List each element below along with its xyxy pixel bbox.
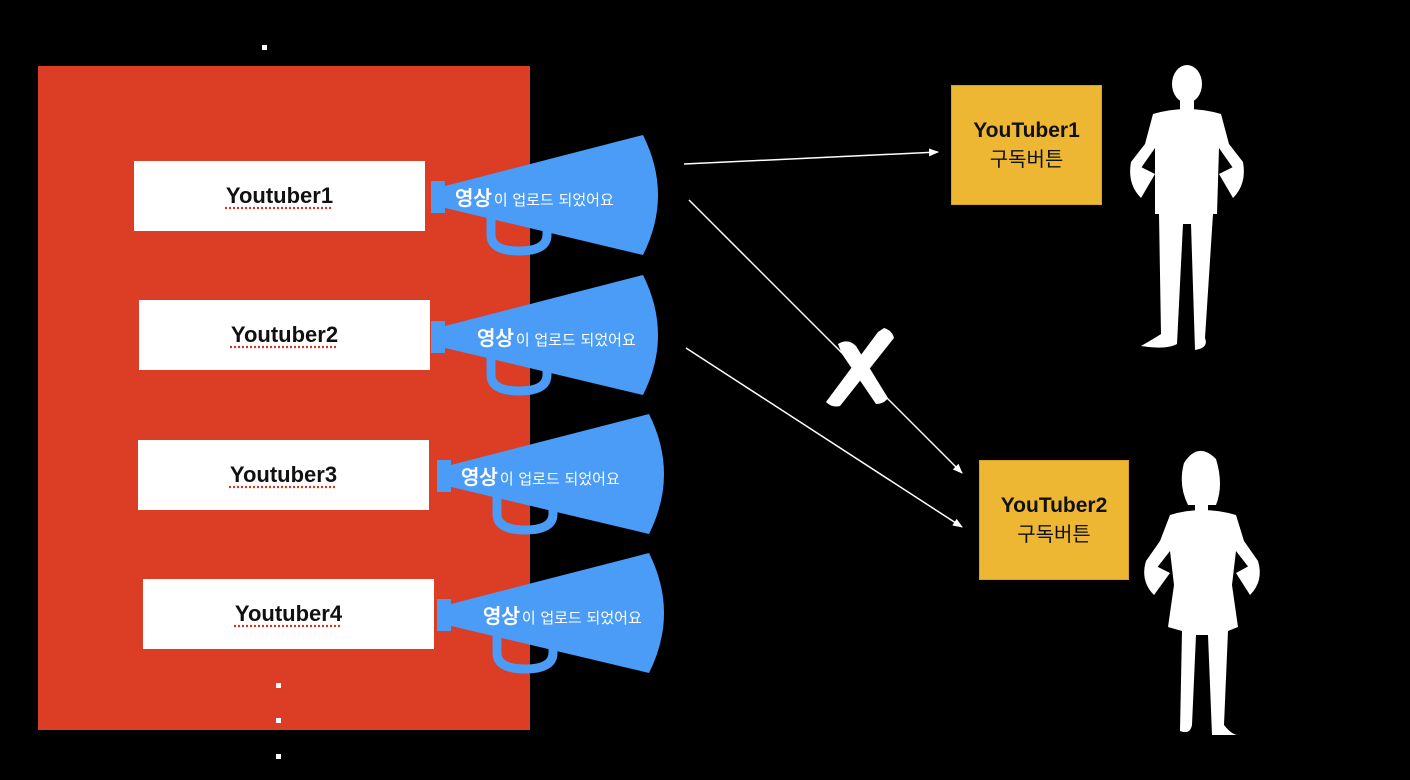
subscribe-caption: 구독버튼 [1017,522,1091,546]
youtuber-label: Youtuber2 [230,322,339,347]
megaphone-icon [437,414,664,535]
cross-icon [826,328,894,407]
subscribe-title: YouTuber1 [973,119,1080,142]
youtuber-box-3: Youtuber3 [138,440,429,510]
arrow-youtuber1-to-subscriber2 [688,199,963,474]
megaphone-text: 이 업로드 되었어요 [521,609,642,627]
megaphone-icon [431,275,658,396]
ellipsis-dot [262,45,267,50]
ellipsis-dot [276,718,281,723]
megaphone-emphasis: 영상 [455,186,492,210]
megaphone-emphasis: 영상 [483,604,520,628]
megaphone-icon [431,135,658,256]
megaphone-text: 이 업로드 되었어요 [499,470,620,488]
megaphone-emphasis: 영상 [461,465,498,489]
man-silhouette-icon [1130,65,1244,350]
ellipsis-dot [276,683,281,688]
megaphone-text: 이 업로드 되었어요 [493,191,614,209]
megaphone-text: 이 업로드 되었어요 [515,331,636,349]
arrow-youtuber1-to-subscriber1 [683,148,939,165]
youtuber-label: Youtuber3 [229,462,338,487]
youtuber-box-2: Youtuber2 [139,300,430,370]
youtuber-box-1: Youtuber1 [134,161,425,231]
youtuber-box-4: Youtuber4 [143,579,434,649]
megaphone-icon [437,553,664,674]
youtuber-label: Youtuber1 [225,183,334,208]
youtuber-label: Youtuber4 [234,601,343,626]
megaphone-emphasis: 영상 [477,326,514,350]
ellipsis-dot [276,754,281,759]
subscribe-title: YouTuber2 [1000,494,1108,517]
arrow-youtuber2-to-subscriber2 [685,347,963,528]
subscribe-caption: 구독버튼 [989,147,1064,171]
woman-silhouette-icon [1144,450,1260,735]
subscribe-button-youtuber1[interactable]: YouTuber1 구독버튼 [951,85,1102,205]
subscribe-button-youtuber2[interactable]: YouTuber2 구독버튼 [979,460,1129,580]
